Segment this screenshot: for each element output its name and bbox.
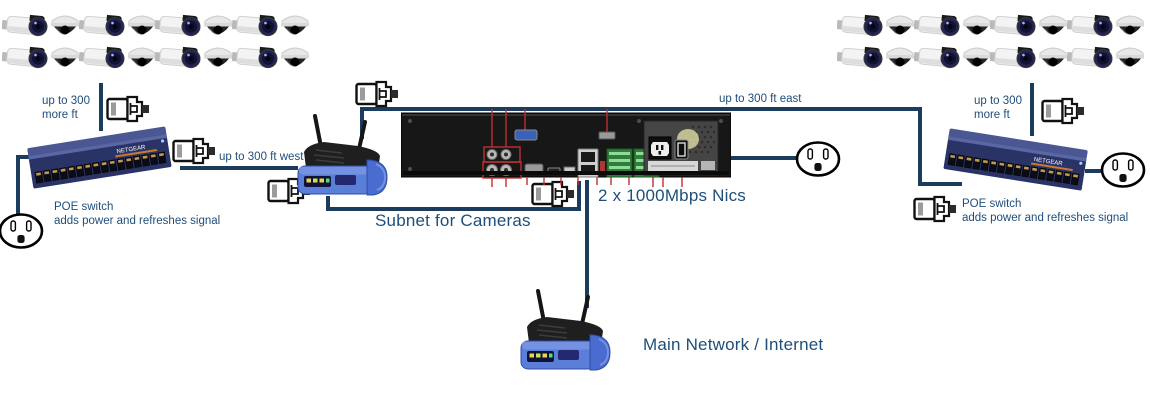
dome-camera-icon [280, 43, 310, 79]
camera-pair-left-8 [231, 43, 310, 79]
camera-pair-left-2 [78, 11, 157, 47]
dome-camera-icon [885, 43, 915, 79]
dome-camera-icon [203, 11, 233, 47]
camera-pair-left-3 [154, 11, 233, 47]
bullet-camera-icon [78, 43, 125, 79]
dome-camera-icon [1038, 11, 1068, 47]
bullet-camera-icon [836, 11, 883, 47]
poe-left-title: POE switch [54, 201, 114, 213]
power-outlet-left-icon [0, 213, 44, 254]
dome-camera-icon [962, 43, 992, 79]
dome-camera-icon [962, 11, 992, 47]
dome-camera-icon [885, 11, 915, 47]
rj45-connector-icon-5 [531, 180, 575, 213]
camera-pair-right-7 [989, 43, 1068, 79]
dome-camera-icon [127, 43, 157, 79]
bullet-camera-icon [231, 11, 278, 47]
poe-right-title: POE switch [962, 198, 1022, 210]
rj45-connector-icon-4 [355, 80, 399, 113]
router-main-network-icon [517, 283, 613, 384]
bullet-camera-icon [989, 11, 1036, 47]
dome-camera-icon [280, 11, 310, 47]
rj45-connector-icon-6 [1041, 97, 1085, 130]
camera-pair-right-3 [989, 11, 1068, 47]
camera-pair-left-7 [154, 43, 233, 79]
bullet-camera-icon [1066, 11, 1113, 47]
poe-left-subtitle: adds power and refreshes signal [54, 215, 221, 228]
bullet-camera-icon [836, 43, 883, 79]
wire-subnet [326, 181, 581, 211]
poe-left-label: POE switch adds power and refreshes sign… [54, 200, 220, 229]
main-network-label: Main Network / Internet [643, 335, 824, 354]
bullet-camera-icon [154, 11, 201, 47]
poe-switch-right-icon: NETGEAR [942, 127, 1088, 199]
dome-camera-icon [203, 43, 233, 79]
switch-brand-text: NETGEAR [116, 145, 146, 156]
camera-pair-left-6 [78, 43, 157, 79]
rj45-connector-icon-2 [172, 137, 216, 170]
left-cable-note: up to 300 more ft [42, 95, 90, 121]
dome-camera-icon [127, 11, 157, 47]
subnet-label: Subnet for Cameras [375, 211, 531, 230]
poe-switch-left-icon: NETGEAR [27, 125, 173, 197]
run-west-label: up to 300 ft west [219, 151, 304, 163]
bullet-camera-icon [913, 11, 960, 47]
bullet-camera-icon [989, 43, 1036, 79]
dome-camera-icon [1038, 43, 1068, 79]
bullet-camera-icon [1, 43, 48, 79]
dome-camera-icon [1115, 43, 1145, 79]
poe-right-subtitle: adds power and refreshes signal [962, 212, 1129, 225]
poe-right-label: POE switch adds power and refreshes sign… [962, 197, 1128, 226]
camera-pair-right-6 [913, 43, 992, 79]
run-east-label: up to 300 ft east [719, 93, 802, 105]
camera-pair-left-5 [1, 43, 80, 79]
dome-camera-icon [50, 11, 80, 47]
camera-pair-left-4 [231, 11, 310, 47]
rj45-connector-icon-7 [913, 195, 957, 228]
bullet-camera-icon [913, 43, 960, 79]
camera-pair-right-8 [1066, 43, 1145, 79]
bullet-camera-icon [1, 11, 48, 47]
camera-pair-right-4 [1066, 11, 1145, 47]
bullet-camera-icon [78, 11, 125, 47]
camera-pair-right-5 [836, 43, 915, 79]
camera-pair-right-2 [913, 11, 992, 47]
nvr-server-icon [400, 109, 732, 198]
right-cable-note: up to 300 more ft [974, 95, 1022, 121]
dome-camera-icon [50, 43, 80, 79]
power-outlet-right-icon [1100, 152, 1146, 193]
switch-brand-text: NETGEAR [1033, 157, 1063, 168]
dome-camera-icon [1115, 11, 1145, 47]
bullet-camera-icon [1066, 43, 1113, 79]
rj45-connector-icon-1 [106, 95, 150, 128]
power-outlet-server-icon [795, 141, 841, 182]
nics-label: 2 x 1000Mbps Nics [598, 186, 746, 205]
bullet-camera-icon [154, 43, 201, 79]
router-camera-subnet-icon [294, 108, 390, 209]
bullet-camera-icon [231, 43, 278, 79]
wire-east-run [360, 107, 962, 186]
camera-pair-right-1 [836, 11, 915, 47]
camera-pair-left-1 [1, 11, 80, 47]
